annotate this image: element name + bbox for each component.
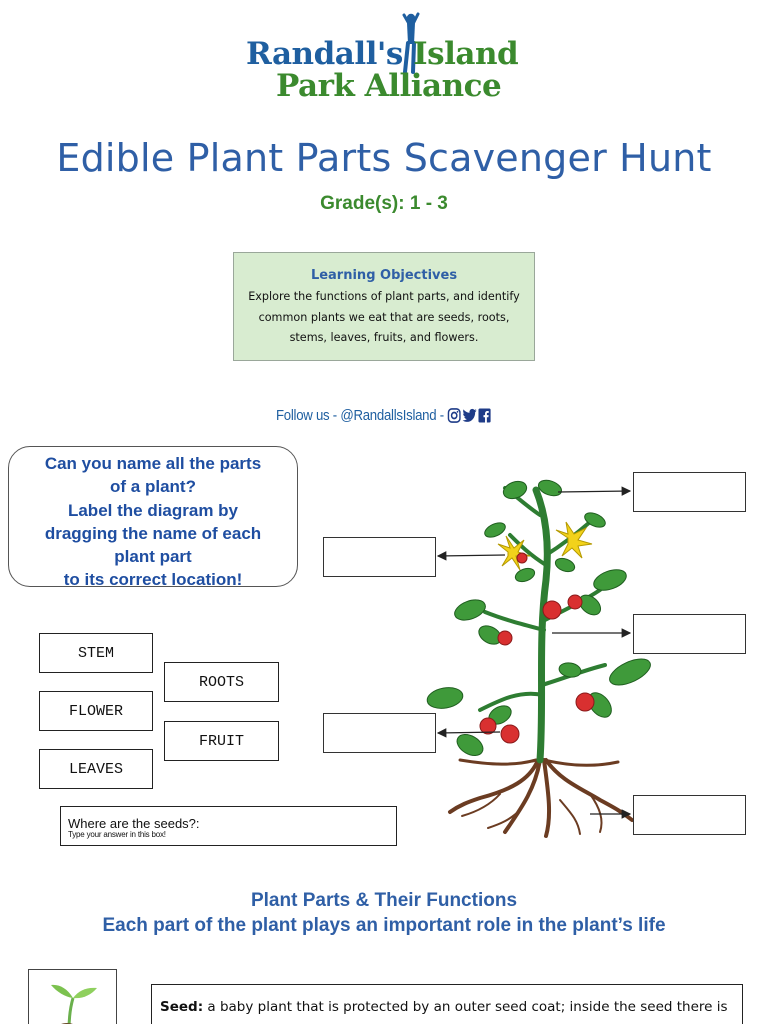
roots-illustration [448,758,634,838]
drop-box-bottom[interactable] [633,795,746,835]
follow-text: Follow us - @RandallsIsland - [276,406,444,424]
instruction-line: plant part [114,547,192,567]
stem-illustration [532,486,551,764]
objectives-text: Explore the functions of plant parts, an… [248,290,520,344]
drop-box-top[interactable] [633,472,746,512]
page-title: Edible Plant Parts Scavenger Hunt [56,136,712,180]
social-follow: Follow us - @RandallsIsland - [276,404,491,426]
section-title: Plant Parts & Their Functions [250,890,518,911]
logo-text-line2: Park Alliance [276,68,502,104]
drag-label-flower[interactable]: FLOWER [39,691,153,731]
plant-diagram [426,479,651,838]
randalls-island-logo: Randall's Island Park Alliance [240,10,530,105]
logo-text-line1: Randall's Island [246,36,519,72]
section-subtitle: Each part of the plant plays an importan… [102,915,666,936]
drop-box-left-upper[interactable] [323,537,436,577]
instruction-line: of a plant? [110,477,196,497]
objectives-heading: Learning Objectives [310,268,458,283]
drag-label-roots[interactable]: ROOTS [164,662,279,702]
leaves-illustration [426,479,651,756]
seedling-image [28,969,117,1024]
fruit-illustration [479,552,595,744]
grade-level: Grade(s): 1 - 3 [320,193,448,214]
instagram-icon[interactable] [447,407,461,423]
seeds-hint: Type your answer in this box! [68,830,166,839]
instruction-line: Label the diagram by [67,500,239,520]
drag-label-leaves[interactable]: LEAVES [39,749,153,789]
seed-definition: Seed: a baby plant that is protected by … [151,984,743,1024]
drag-label-stem[interactable]: STEM [39,633,153,673]
drag-label-fruit[interactable]: FRUIT [164,721,279,761]
instruction-line: to its correct location! [63,570,243,590]
learning-objectives-box: Learning Objectives Explore the function… [233,252,535,361]
seedling-icon [51,984,97,1024]
drop-box-left-lower[interactable] [323,713,436,753]
drop-box-right-middle[interactable] [633,614,746,654]
seeds-question: Where are the seeds?: [68,816,200,831]
seeds-answer-field[interactable]: Where are the seeds?: Type your answer i… [60,806,397,846]
instruction-line: Can you name all the parts [44,454,262,473]
instruction-line: dragging the name of each [44,523,262,543]
facebook-icon[interactable] [478,408,491,423]
instructions-bubble: Can you name all the parts of a plant? L… [8,446,298,589]
twitter-icon[interactable] [462,408,477,423]
runner-figure-icon [402,12,420,74]
